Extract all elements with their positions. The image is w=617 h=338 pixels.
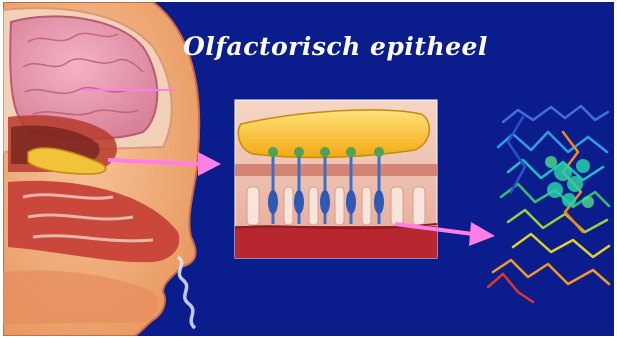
- slide: Olfactorisch epitheel: [3, 2, 614, 336]
- slide-title: Olfactorisch epitheel: [183, 32, 563, 61]
